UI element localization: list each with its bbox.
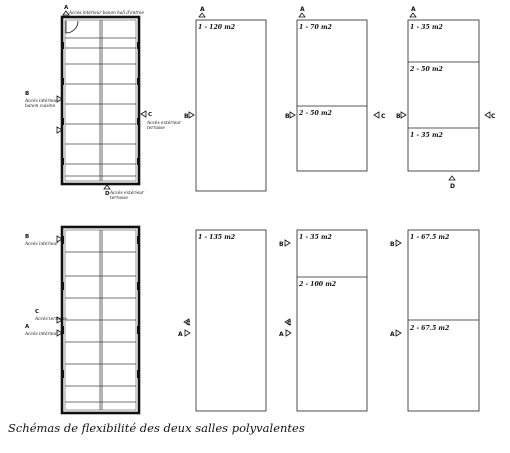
access-a-marker: A Accès intérieur banon hall d'entrée — [62, 5, 145, 16]
svg-text:A: A — [178, 331, 183, 338]
svg-text:Accès terrasse: Accès terrasse — [34, 317, 67, 322]
row2-scheme-2: 1 - 35 m2 2 - 100 m2 B C A — [279, 229, 368, 412]
row1-scheme-3: A 1 - 35 m2 2 - 50 m2 1 - 35 m2 B C D — [396, 6, 496, 190]
access-c-marker: C Accès extérieur terrasse — [140, 110, 182, 131]
svg-text:A: A — [279, 331, 284, 338]
room-label: 1 - 120 m2 — [198, 24, 236, 31]
svg-text:B: B — [25, 234, 29, 240]
bottom-access-a-marker: A Accès intérieur — [24, 324, 63, 337]
bottom-access-b-marker: B Accès intérieur — [24, 234, 63, 247]
room-label: 1 - 35 m2 — [410, 132, 443, 139]
row2-scheme-1: 1 - 135 m2 C A — [178, 229, 267, 412]
svg-text:C: C — [287, 320, 292, 327]
figure-caption: Schémas de flexibilité des deux salles p… — [8, 421, 305, 435]
svg-text:terrasse: terrasse — [147, 126, 165, 131]
room-label: 1 - 135 m2 — [198, 234, 236, 241]
svg-text:terrasse: terrasse — [110, 196, 128, 201]
svg-text:B: B — [390, 241, 395, 248]
svg-text:Accès intérieur: Accès intérieur — [24, 242, 59, 247]
svg-text:A: A — [25, 324, 30, 330]
svg-text:C: C — [148, 112, 152, 118]
room-label: 1 - 35 m2 — [410, 24, 443, 31]
room-label: 2 - 50 m2 — [409, 66, 443, 73]
svg-text:B: B — [184, 113, 189, 120]
svg-text:C: C — [381, 113, 386, 120]
svg-text:C: C — [35, 309, 39, 315]
svg-text:D: D — [105, 191, 110, 197]
svg-text:D: D — [450, 183, 455, 190]
svg-text:A: A — [390, 331, 395, 338]
svg-text:C: C — [186, 320, 191, 327]
svg-text:A: A — [411, 6, 416, 13]
room-label: 1 - 70 m2 — [299, 24, 332, 31]
room-label: 2 - 67.5 m2 — [409, 325, 450, 332]
svg-text:banon cuisine: banon cuisine — [25, 104, 56, 109]
svg-text:B: B — [285, 113, 290, 120]
room-label: 1 - 67.5 m2 — [410, 234, 450, 241]
room-label: 2 - 100 m2 — [298, 281, 337, 288]
floor-plan-top: A Accès intérieur banon hall d'entrée B … — [24, 5, 182, 201]
room-label: 2 - 50 m2 — [298, 110, 332, 117]
svg-text:B: B — [396, 113, 401, 120]
svg-text:B: B — [25, 91, 29, 97]
svg-text:Accès intérieur: Accès intérieur — [24, 99, 59, 104]
svg-text:Accès intérieur banon hall d'e: Accès intérieur banon hall d'entrée — [68, 10, 145, 15]
room-label: 1 - 35 m2 — [299, 234, 332, 241]
access-d-marker: D Accès extérieur terrasse — [103, 184, 145, 201]
access-b-marker: B Accès intérieur banon cuisine — [24, 91, 63, 134]
svg-text:A: A — [64, 5, 69, 11]
row1-scheme-1: A 1 - 120 m2 B — [184, 6, 267, 192]
svg-text:C: C — [491, 113, 496, 120]
svg-text:Accès intérieur: Accès intérieur — [24, 332, 59, 337]
svg-text:B: B — [279, 241, 284, 248]
svg-text:A: A — [200, 6, 205, 13]
svg-text:Accès extérieur: Accès extérieur — [146, 121, 182, 126]
row2-scheme-3: 1 - 67.5 m2 2 - 67.5 m2 B A — [390, 229, 480, 412]
row1-scheme-2: A 1 - 70 m2 2 - 50 m2 B C — [285, 6, 386, 172]
svg-text:A: A — [300, 6, 305, 13]
svg-text:Accès extérieur: Accès extérieur — [109, 191, 145, 196]
floor-plan-bottom: B Accès intérieur C Accès terrasse A Acc… — [24, 225, 141, 415]
bottom-access-c-marker: C Accès terrasse — [34, 309, 67, 324]
